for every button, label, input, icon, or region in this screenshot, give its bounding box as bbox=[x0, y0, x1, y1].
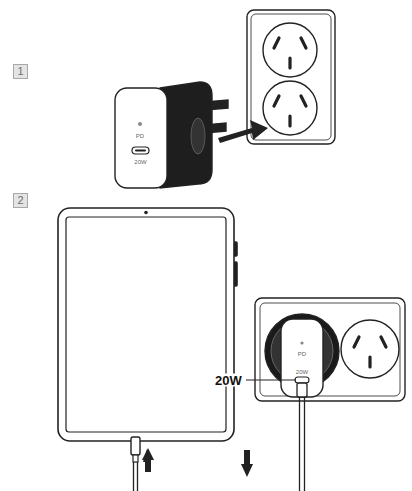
tablet bbox=[58, 208, 237, 441]
leader-line bbox=[246, 379, 296, 380]
wall-outlet bbox=[247, 10, 335, 144]
cable-to-tablet bbox=[131, 437, 140, 491]
wall-outlet-2 bbox=[255, 298, 405, 401]
down-arrow bbox=[241, 450, 253, 477]
step-number-text: 2 bbox=[17, 195, 23, 206]
power-marking: 20W bbox=[134, 159, 146, 165]
step-number: 2 bbox=[13, 193, 28, 208]
port-marking: PD bbox=[298, 351, 306, 357]
up-arrow bbox=[142, 448, 154, 472]
step-number-text: 1 bbox=[17, 66, 23, 77]
port-marking: PD bbox=[136, 133, 144, 139]
charger bbox=[115, 82, 228, 188]
step-number: 1 bbox=[13, 64, 28, 79]
power-marking: 20W bbox=[296, 369, 308, 375]
charger-plugged bbox=[265, 314, 339, 397]
power-callout: 20W bbox=[214, 374, 243, 387]
cable-from-charger bbox=[297, 383, 307, 491]
